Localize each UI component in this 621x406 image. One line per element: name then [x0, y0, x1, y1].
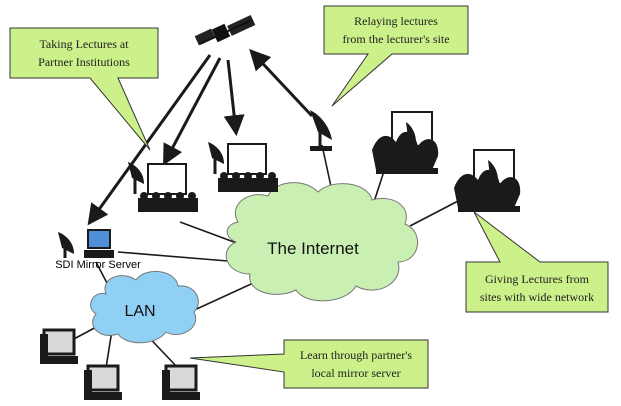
callout-learn-local-line2: local mirror server [311, 366, 400, 380]
internet-label: The Internet [267, 239, 359, 258]
callout-taking-lectures-line2: Partner Institutions [38, 55, 130, 69]
relay-dish-icon [310, 110, 332, 151]
callout-relaying-lectures-line2: from the lecturer's site [342, 32, 449, 46]
internet-cloud: The Internet [225, 182, 419, 302]
lan-pc-1-icon [40, 328, 78, 364]
callout-taking-lectures: Taking Lectures at Partner Institutions [9, 27, 159, 151]
arrow-relay-sat [249, 48, 314, 118]
link-lan-pc2 [105, 329, 113, 369]
lecturer-site-1-icon [372, 111, 439, 174]
partner-classroom-1-icon [128, 162, 198, 212]
callout-learn-local-line1: Learn through partner's [300, 348, 412, 362]
link-lan-internet [189, 279, 261, 313]
mirror-server-icon [58, 229, 114, 258]
callout-relaying-lectures: Relaying lectures from the lecturer's si… [323, 5, 469, 107]
partner-classroom-2-icon [208, 142, 278, 192]
link-lecturer2-internet [409, 199, 461, 227]
callout-giving-lectures: Giving Lectures from sites with wide net… [465, 211, 609, 313]
link-mirror-lan [95, 261, 109, 286]
satellite-icon [194, 14, 256, 46]
satellite-arrows [87, 48, 314, 226]
arrow-sat-partner2 [223, 59, 245, 137]
lan-pc-2-icon [84, 364, 122, 400]
lecturer-site-2-icon [454, 149, 521, 212]
lan-cloud: LAN [90, 271, 199, 344]
callout-giving-lectures-line2: sites with wide network [480, 290, 594, 304]
arrow-sat-partner1 [163, 57, 222, 166]
link-mirror-internet [117, 251, 241, 263]
mirror-server-label: SDI Mirror Server [55, 259, 141, 271]
callout-taking-lectures-line1: Taking Lectures at [39, 37, 129, 51]
arrow-sat-mirror [87, 54, 212, 226]
callout-relaying-lectures-line1: Relaying lectures [354, 14, 438, 28]
lan-label: LAN [124, 303, 155, 320]
callout-giving-lectures-line1: Giving Lectures from [485, 272, 590, 286]
lan-pc-3-icon [162, 364, 200, 400]
callout-learn-local: Learn through partner's local mirror ser… [189, 339, 429, 389]
